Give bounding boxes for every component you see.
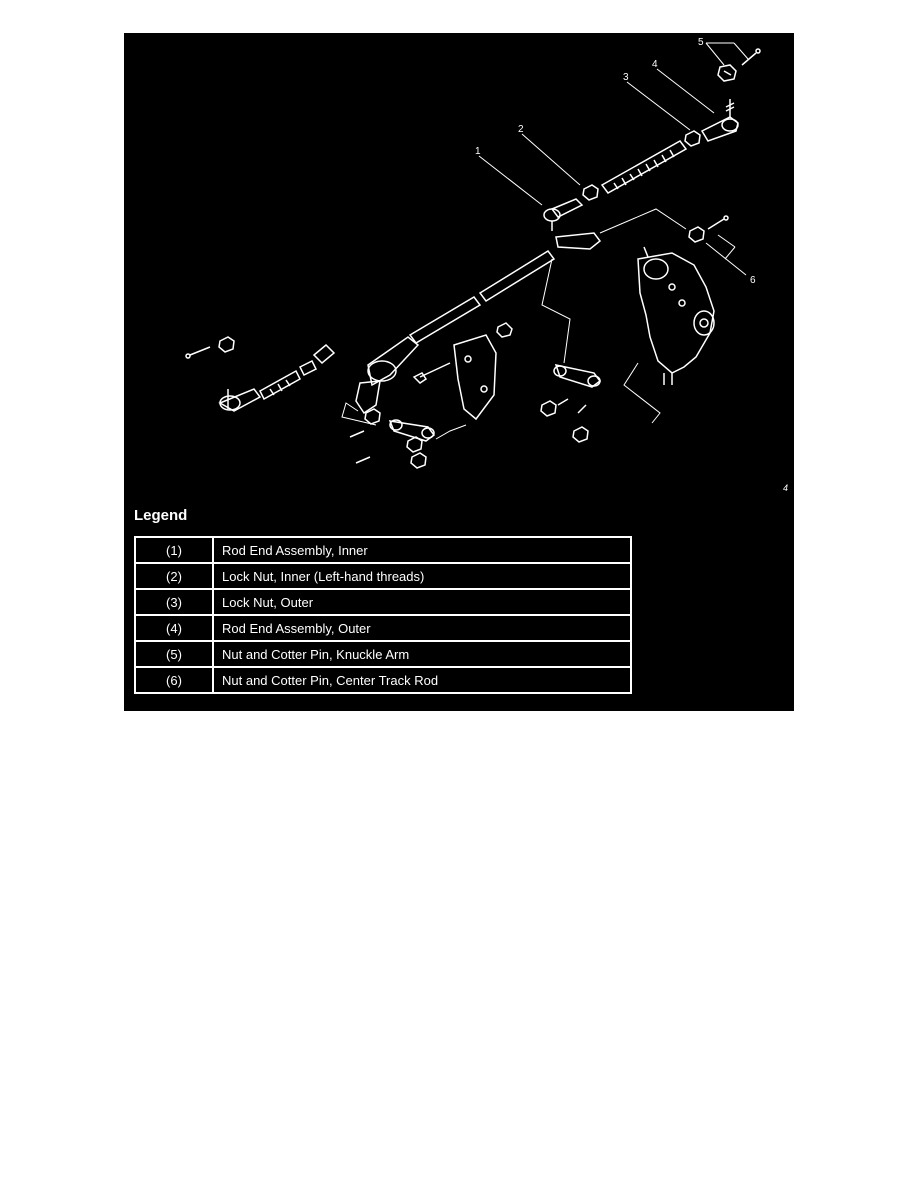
legend-code: (5) [134, 640, 214, 668]
knuckle-arm-cotter-pin [741, 48, 761, 66]
callout-2: 2 [518, 124, 524, 135]
adjuster-sleeve [600, 140, 688, 194]
inner-rod-end [543, 198, 584, 231]
pitman-arm [540, 363, 602, 443]
callout-1: 1 [475, 146, 481, 157]
leader-lines [478, 42, 749, 276]
center-track-rod [355, 232, 602, 415]
left-tie-rod-assembly [185, 336, 336, 412]
legend-code: (3) [134, 588, 214, 616]
legend-description: Rod End Assembly, Outer [212, 614, 632, 642]
legend-row: (5) Nut and Cotter Pin, Knuckle Arm [134, 640, 632, 668]
callout-3: 3 [623, 72, 629, 83]
outer-rod-end [700, 99, 739, 142]
idler-arm-bracket [412, 322, 513, 421]
legend-row: (6) Nut and Cotter Pin, Center Track Rod [134, 666, 632, 694]
legend-code: (6) [134, 666, 214, 694]
figure-corner-mark: 4 [783, 483, 788, 493]
legend-row: (1) Rod End Assembly, Inner [134, 536, 632, 564]
callout-4: 4 [652, 59, 658, 70]
legend-title: Legend [134, 507, 188, 524]
legend-description: Nut and Cotter Pin, Knuckle Arm [212, 640, 632, 668]
legend-description: Lock Nut, Inner (Left-hand threads) [212, 562, 632, 590]
figure-panel: 5 4 3 2 1 6 4 [124, 33, 794, 711]
legend-code: (4) [134, 614, 214, 642]
legend-description: Nut and Cotter Pin, Center Track Rod [212, 666, 632, 694]
inner-lock-nut [582, 184, 599, 201]
callout-5: 5 [698, 37, 704, 48]
center-track-rod-nut [688, 226, 705, 243]
legend-code: (1) [134, 536, 214, 564]
callout-6: 6 [750, 275, 756, 286]
steering-gear [637, 246, 715, 385]
legend-table: (1) Rod End Assembly, Inner (2) Lock Nut… [134, 536, 632, 694]
legend-row: (4) Rod End Assembly, Outer [134, 614, 632, 642]
legend-description: Lock Nut, Outer [212, 588, 632, 616]
assembly-guide-lines [341, 208, 687, 440]
legend-description: Rod End Assembly, Inner [212, 536, 632, 564]
legend-row: (2) Lock Nut, Inner (Left-hand threads) [134, 562, 632, 590]
knuckle-arm-nut [717, 64, 737, 82]
legend-row: (3) Lock Nut, Outer [134, 588, 632, 616]
legend-code: (2) [134, 562, 214, 590]
center-track-rod-cotter-pin [707, 215, 729, 230]
idler-arm [349, 408, 436, 469]
steering-linkage-diagram: 5 4 3 2 1 6 4 [185, 37, 788, 493]
outer-lock-nut [684, 130, 701, 147]
